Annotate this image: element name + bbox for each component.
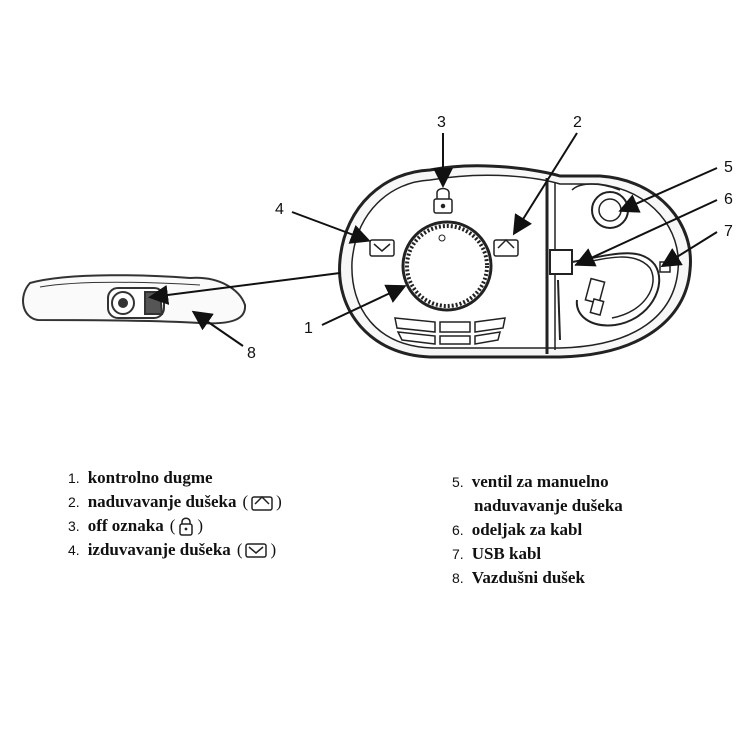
arrow-mattress-link — [148, 272, 341, 305]
legend-item-2: 2. naduvavanje dušeka ( ) — [68, 490, 282, 514]
legend-num: 1. — [68, 470, 80, 486]
legend-right: 5. ventil za manuelno naduvavanje dušeka… — [452, 470, 623, 590]
lock-icon — [179, 517, 194, 536]
legend-item-5-continued: naduvavanje dušeka — [452, 494, 623, 518]
paren-open: ( — [169, 516, 176, 535]
paren-open: ( — [236, 540, 243, 559]
legend-text: Vazdušni dušek — [471, 568, 585, 587]
legend-left: 1. kontrolno dugme 2. naduvavanje dušeka… — [68, 466, 282, 562]
legend-num: 8. — [452, 570, 464, 586]
lock-symbol — [433, 187, 453, 214]
inflate-icon — [251, 495, 273, 511]
arrow-6 — [574, 199, 718, 267]
legend-icon-wrap: ( ) — [170, 514, 203, 538]
air-mattress — [22, 274, 247, 325]
callout-arrows — [148, 132, 718, 347]
arrow-7 — [660, 231, 718, 268]
vent-grill — [394, 317, 506, 345]
pump-diagram: 3 2 4 5 6 7 1 8 — [22, 114, 733, 362]
legend-num: 5. — [452, 474, 464, 490]
legend-num: 4. — [68, 542, 80, 558]
legend-text: USB kabl — [471, 544, 542, 563]
pump-body — [338, 164, 692, 359]
paren-open: ( — [242, 492, 249, 511]
legend-item-8: 8. Vazdušni dušek — [452, 566, 623, 590]
deflate-symbol — [369, 239, 395, 257]
legend-item-7: 7. USB kabl — [452, 542, 623, 566]
legend-text: kontrolno dugme — [87, 468, 213, 487]
legend-item-3: 3. off oznaka ( ) — [68, 514, 282, 538]
legend-text: ventil za manuelno — [471, 472, 609, 491]
deflate-icon — [245, 543, 268, 558]
callout-8: 8 — [247, 345, 256, 362]
arrow-5 — [618, 167, 718, 213]
legend-text: naduvavanje dušeka — [87, 492, 237, 511]
legend-icon-wrap: ( ) — [237, 538, 276, 562]
callout-7: 7 — [724, 223, 733, 240]
callout-5: 5 — [724, 159, 733, 176]
callout-6: 6 — [724, 191, 733, 208]
paren-close: ) — [197, 516, 204, 535]
arrow-8 — [191, 310, 244, 347]
callout-1: 1 — [304, 320, 313, 337]
legend-item-4: 4. izduvavanje dušeka ( ) — [68, 538, 282, 562]
inflate-symbol — [493, 238, 519, 257]
paren-close: ) — [276, 492, 282, 511]
legend-text: odeljak za kabl — [471, 520, 583, 539]
paren-close: ) — [270, 540, 277, 559]
legend-item-6: 6. odeljak za kabl — [452, 518, 623, 542]
arrow-4 — [291, 211, 371, 244]
legend-item-1: 1. kontrolno dugme — [68, 466, 282, 490]
legend-num: 2. — [68, 494, 80, 510]
legend-num: 7. — [452, 546, 464, 562]
legend-text: off oznaka — [87, 516, 164, 535]
callout-2: 2 — [573, 114, 582, 131]
callout-4: 4 — [275, 201, 284, 218]
legend-text: izduvavanje dušeka — [87, 540, 231, 559]
arrow-1 — [321, 284, 407, 326]
legend-item-5: 5. ventil za manuelno — [452, 470, 623, 494]
legend-num: 3. — [68, 518, 80, 534]
callout-3: 3 — [437, 114, 446, 131]
arrow-2 — [512, 132, 578, 236]
legend-num: 6. — [452, 522, 464, 538]
legend-text: naduvavanje dušeka — [474, 496, 623, 515]
legend-icon-wrap: ( ) — [243, 490, 282, 514]
